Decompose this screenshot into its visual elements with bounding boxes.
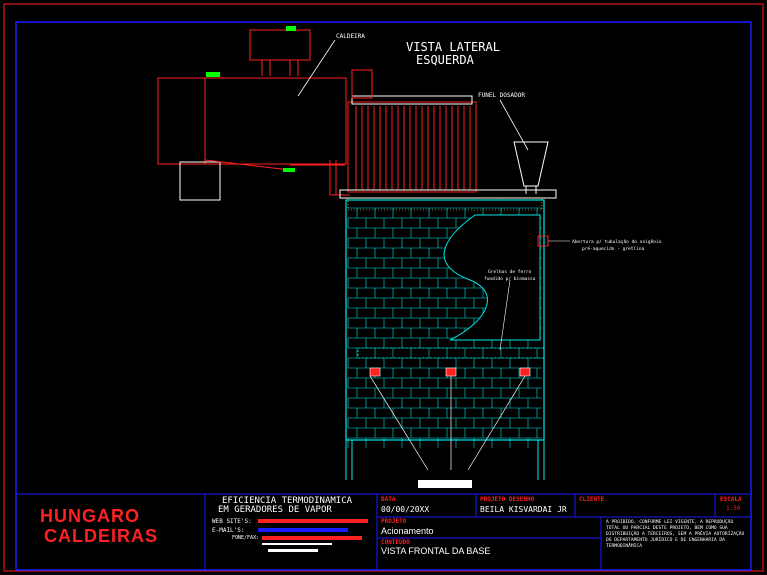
steam-drum bbox=[249, 29, 311, 61]
ash-port-3 bbox=[519, 367, 531, 377]
conteudo-value: VISTA FRONTAL DA BASE bbox=[381, 546, 491, 556]
ash-port-2 bbox=[445, 367, 457, 377]
fone-label: FONE/FAX: bbox=[232, 535, 260, 541]
boiler-body bbox=[157, 77, 347, 165]
website-label: WEB SITE'S: bbox=[212, 518, 252, 525]
green-flange-top bbox=[286, 26, 296, 31]
data-label: DATA bbox=[381, 496, 396, 503]
caldeira-leader bbox=[297, 39, 336, 97]
ash-tray bbox=[418, 480, 472, 488]
fuel-bed bbox=[347, 197, 543, 211]
abertura-label-2: pré-aquecido - gretlina bbox=[582, 245, 645, 252]
cliente-label: CLIENTE bbox=[579, 496, 605, 503]
caldeira-label: CALDEIRA bbox=[336, 33, 365, 40]
website-value-bar bbox=[258, 519, 368, 523]
address-bar-2 bbox=[268, 549, 318, 552]
outer-border bbox=[3, 3, 764, 572]
projeto-value: Acionamento bbox=[381, 526, 434, 536]
grelhas-label-1: Grelhas de ferro bbox=[488, 269, 532, 275]
escala-value: 1:50 bbox=[726, 505, 741, 512]
fone-value-bar bbox=[262, 536, 362, 540]
view-title-line1: VISTA LATERAL bbox=[406, 40, 500, 54]
platform-beam bbox=[339, 189, 557, 199]
projeto-desenho-value: BEILA KISVARDAI JR bbox=[480, 505, 567, 514]
address-bar bbox=[262, 543, 332, 545]
support-box bbox=[179, 161, 221, 201]
abertura-label-1: Abertura p/ tubulação do oxigênio bbox=[572, 238, 662, 245]
tube-bank bbox=[347, 101, 477, 193]
combustion-chamber bbox=[443, 214, 541, 341]
company-name-line2: CALDEIRAS bbox=[44, 526, 159, 546]
projeto-label: PROJETO bbox=[381, 518, 407, 525]
subject-line2: EM GERADORES DE VAPOR bbox=[218, 505, 332, 515]
furnace-wall bbox=[345, 199, 545, 441]
grate-bars bbox=[357, 347, 545, 359]
funnel-label: FUNEL DOSADOR bbox=[478, 92, 525, 99]
grelhas-label-2: fundido p/ biomassa bbox=[484, 276, 536, 282]
view-title-line2: ESQUERDA bbox=[416, 53, 475, 67]
brick-furnace bbox=[345, 199, 549, 488]
legal-note: A PROIBIDO, CONFORME LEI VIGENTE, A REPR… bbox=[606, 520, 745, 549]
ash-port-1 bbox=[369, 367, 381, 377]
conteudo-label: CONTEÚDO bbox=[381, 539, 410, 546]
company-name-line1: HUNGARO bbox=[40, 506, 140, 526]
escala-label: ESCALA bbox=[720, 496, 742, 503]
data-value: 00/00/20XX bbox=[381, 505, 430, 514]
email-label: E-MAIL'S: bbox=[212, 527, 245, 534]
green-flange-bottom bbox=[283, 168, 295, 172]
email-value-bar bbox=[258, 528, 348, 532]
title-block bbox=[15, 493, 752, 571]
dosing-funnel bbox=[499, 99, 549, 194]
tube-lines bbox=[355, 106, 471, 190]
green-flange-left bbox=[206, 72, 220, 77]
projeto-desenho-label: PROJETO DESENHO bbox=[480, 496, 535, 503]
subject-line1: EFICIENCIA TERMODINAMICA bbox=[222, 496, 353, 506]
boiler-assembly bbox=[157, 29, 477, 201]
